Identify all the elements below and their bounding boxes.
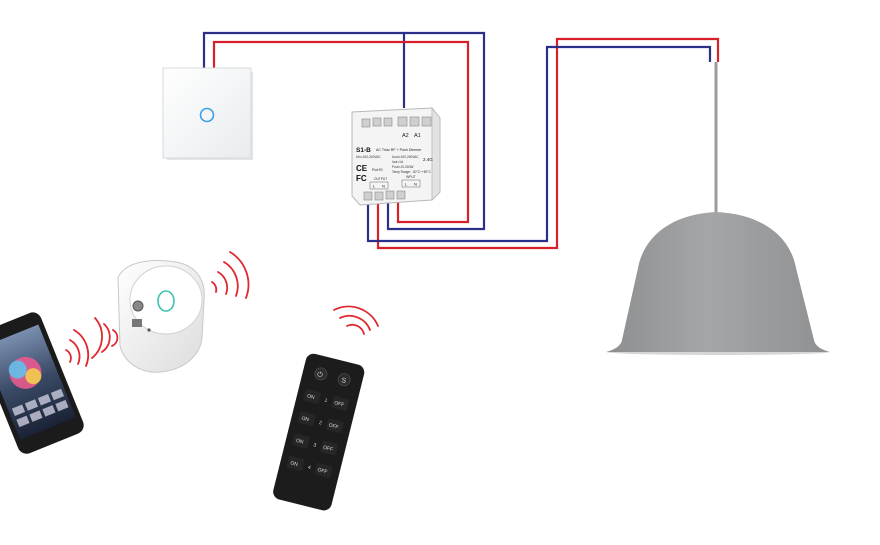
zone-2-num: 2 xyxy=(318,420,322,427)
zone-3-off-label: OFF xyxy=(322,445,333,453)
rf-signal-waves-icon xyxy=(65,329,90,367)
wire-switch-blue-2 xyxy=(386,31,486,231)
touch-switch-icon xyxy=(199,107,215,123)
remote-zone-3: ON 3 OFF xyxy=(292,433,338,456)
rf-signal-waves-icon xyxy=(211,251,250,299)
top-terminals: A2 A1 xyxy=(361,116,432,139)
wire-lamp-blue xyxy=(366,45,712,243)
switch-panel xyxy=(162,67,252,159)
fcc-mark: FC xyxy=(356,174,367,183)
input-l-label: L xyxy=(405,182,408,187)
remote-s-label: S xyxy=(341,377,348,385)
output-n-label: N xyxy=(382,184,385,189)
remote-zone-4: ON 4 OFF xyxy=(286,456,333,479)
remote-power-button[interactable] xyxy=(314,367,329,382)
smartphone xyxy=(0,312,84,454)
bottom-terminals xyxy=(363,190,406,201)
terminal-a2-label: A2 xyxy=(402,133,409,139)
zone-4-on-button[interactable] xyxy=(286,456,305,472)
remote-s-button[interactable] xyxy=(337,372,352,387)
zone-1-num: 1 xyxy=(324,398,328,405)
zone-3-num: 3 xyxy=(313,442,317,449)
wifi-gateway xyxy=(117,260,205,373)
rf-signal-waves-icon xyxy=(333,305,379,335)
remote-zone-2: ON 2 OFF xyxy=(297,411,344,434)
zone-2-off-button[interactable] xyxy=(325,418,344,434)
zone-4-on-label: ON xyxy=(290,460,299,468)
zone-1-on-label: ON xyxy=(306,393,315,401)
lamp-rim xyxy=(606,352,830,355)
pendant-lamp-icon xyxy=(606,212,830,352)
dimmer-frequency: 2.4G xyxy=(423,157,433,162)
zone-4-off-button[interactable] xyxy=(314,463,333,479)
dimmer-spec-left: Uin=100-240VAC xyxy=(356,155,381,159)
remote-power-label: ⏻ xyxy=(316,370,324,379)
signal-waves xyxy=(65,251,379,367)
pendant-lamp xyxy=(606,62,830,355)
dimmer-model: S1-B xyxy=(356,147,371,154)
gateway-button xyxy=(157,290,175,312)
zone-3-on-label: ON xyxy=(295,438,304,446)
triac-dimmer-module: A2 A1 S1-B AC Triac RF + Push Dimmer Uin… xyxy=(351,106,441,206)
rohs-mark: RoHS xyxy=(372,167,383,172)
ce-mark: CE xyxy=(356,164,368,173)
dimmer-title: AC Triac RF + Push Dimmer xyxy=(376,148,422,152)
gateway-top xyxy=(129,265,203,335)
zone-3-off-button[interactable] xyxy=(320,440,338,456)
wire-switch-red xyxy=(212,40,470,224)
output-l-label: L xyxy=(373,184,376,189)
zone-4-num: 4 xyxy=(307,465,311,472)
dimmer-spec-2: Iout=1A xyxy=(392,160,404,164)
zone-3-on-button[interactable] xyxy=(292,433,310,449)
dimmer-spec-1: Uout=100-240VAC xyxy=(392,155,419,159)
gateway-usb xyxy=(132,319,142,327)
rf-signal-waves-icon xyxy=(91,317,119,359)
input-label: INPUT xyxy=(406,175,416,179)
zone-2-on-label: ON xyxy=(301,416,310,424)
zone-2-on-button[interactable] xyxy=(297,411,316,427)
zone-1-on-button[interactable] xyxy=(303,389,321,405)
remote-zone-1: ON 1 OFF xyxy=(303,389,350,412)
wall-touch-switch xyxy=(162,67,253,160)
zone-4-off-label: OFF xyxy=(317,467,328,475)
zone-2-off-label: OFF xyxy=(328,422,339,430)
wires xyxy=(202,31,720,250)
input-n-label: N xyxy=(414,182,417,187)
rf-remote: ⏻ S ON 1 OFF ON 2 OFF ON 3 OFF ON 4 xyxy=(273,353,365,511)
gateway-port xyxy=(132,300,144,312)
terminal-a1-label: A1 xyxy=(414,133,421,139)
zone-1-off-button[interactable] xyxy=(331,396,350,412)
output-label: OUTPUT xyxy=(374,177,387,181)
wire-switch-blue xyxy=(202,31,406,108)
rf-remote-icon xyxy=(273,353,365,511)
zone-1-off-label: OFF xyxy=(334,400,345,408)
dimmer-spec-3: Pout=10-240W xyxy=(392,165,413,169)
dimmer-spec-4: Temp Range: -30°C~+50°C xyxy=(392,170,432,174)
